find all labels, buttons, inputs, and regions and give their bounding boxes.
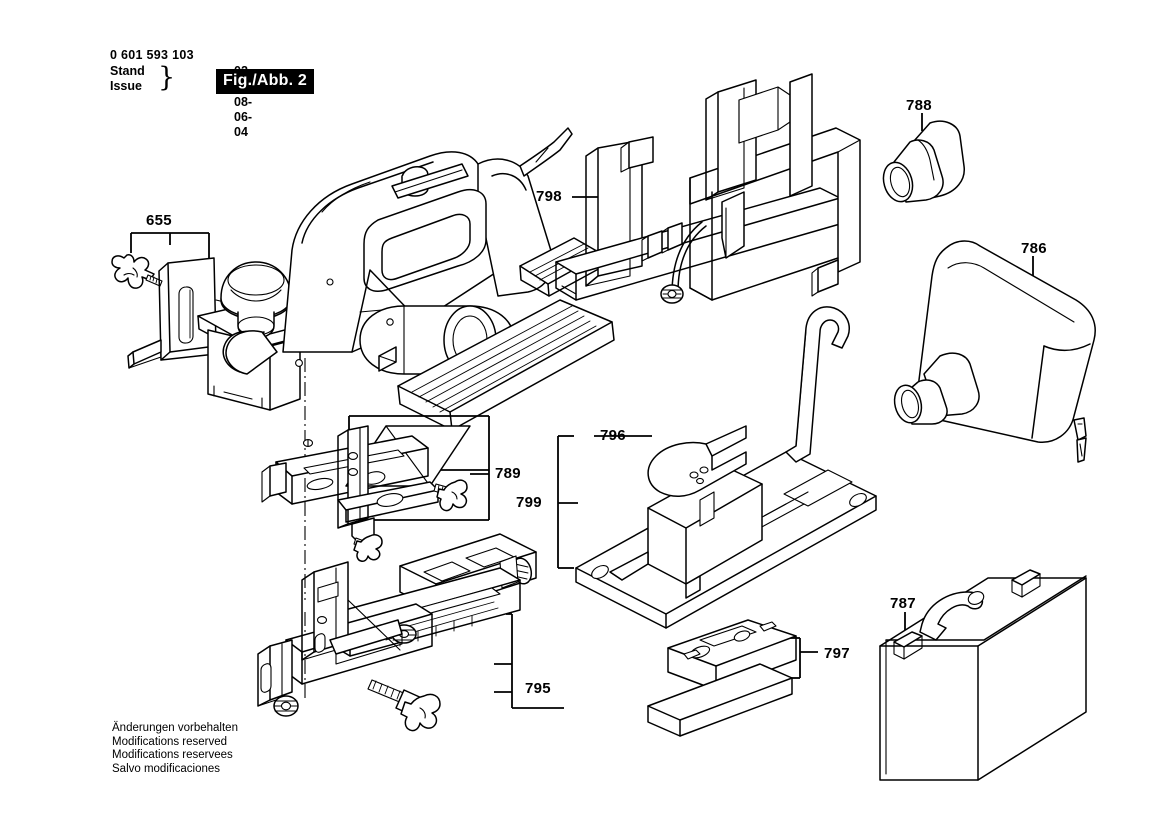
disclaimer-line-de: Änderungen vorbehalten xyxy=(112,722,238,734)
part-798-rebate-fence xyxy=(555,73,861,304)
issue-label: Issue xyxy=(110,79,142,93)
callout-label-795: 795 xyxy=(525,680,551,697)
callout-label-797: 797 xyxy=(824,645,850,662)
part-795-depth-guide-assembly xyxy=(257,533,564,732)
part-786-dust-bag xyxy=(893,240,1096,463)
revision-row-issue: Issue xyxy=(110,79,194,94)
part-787-carrying-case xyxy=(879,569,1087,781)
disclaimer-line-es: Salvo modificaciones xyxy=(112,762,221,775)
document-header: 0 601 593 103 Stand Issue } 02-05 08-06-… xyxy=(110,48,256,139)
part-655-clamping-knob-bracket xyxy=(111,232,259,369)
callout-label-788: 788 xyxy=(906,97,932,114)
footer-disclaimer: Änderungen vorbehalten Modifications res… xyxy=(112,722,238,776)
disclaimer-line-fr: Modifications reservees xyxy=(112,749,233,762)
revision-row-stand: Stand xyxy=(110,64,194,79)
revision-block: Stand Issue } 02-05 08-06-04 xyxy=(110,62,256,139)
brace-glyph: } xyxy=(158,62,176,93)
callout-label-787: 787 xyxy=(890,595,916,612)
figure-badge: Fig./Abb. 2 xyxy=(216,69,314,94)
planer-body xyxy=(197,127,615,431)
callout-label-786: 786 xyxy=(1021,240,1047,257)
catalog-number: 0 601 593 103 xyxy=(110,48,194,62)
part-788-dust-adapter xyxy=(882,113,965,203)
callout-label-655: 655 xyxy=(146,212,172,229)
current-date: 08-06-04 xyxy=(234,95,253,139)
part-799-bench-base xyxy=(557,306,877,629)
callout-label-789: 789 xyxy=(495,465,521,482)
disclaimer-line-en: Modifications reserved xyxy=(112,735,228,748)
callout-label-799: 799 xyxy=(516,494,542,511)
stand-label: Stand xyxy=(110,64,145,78)
part-797-sharpening-jig xyxy=(647,619,818,737)
part-789-parallel-guide xyxy=(261,415,490,543)
callout-label-798: 798 xyxy=(536,188,562,205)
